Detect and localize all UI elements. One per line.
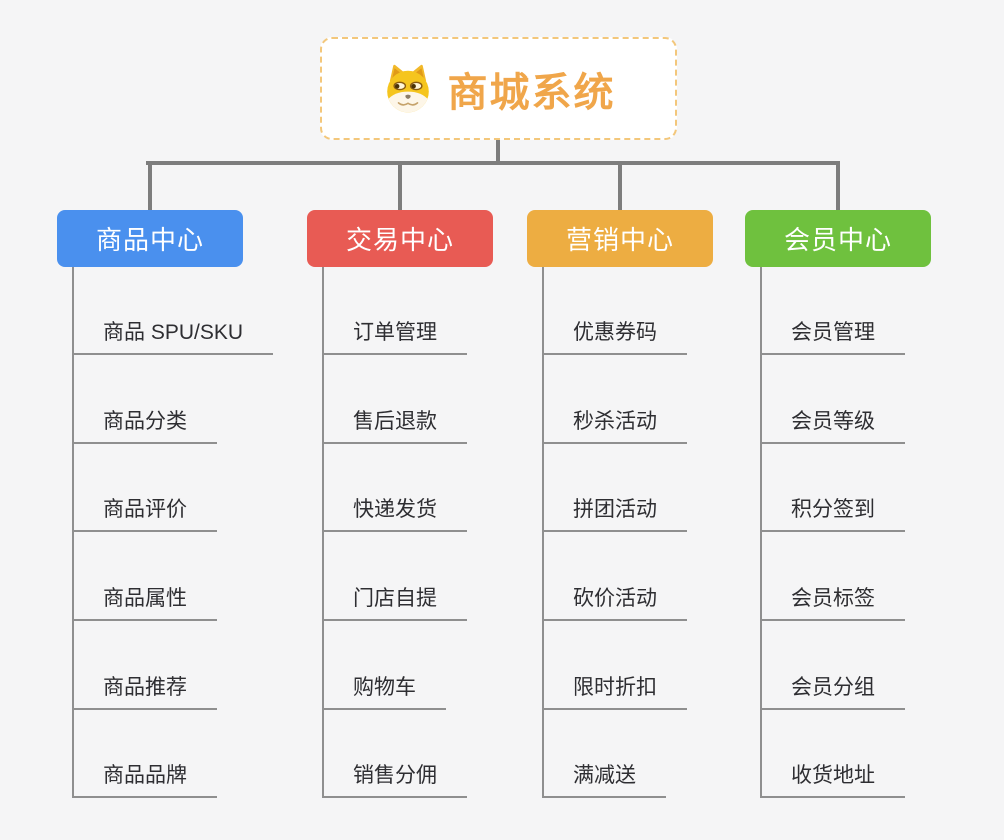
branch-node-1[interactable]: 商品中心 bbox=[57, 210, 243, 267]
leaf-item[interactable]: 收货地址 bbox=[760, 759, 905, 798]
branch-node-3[interactable]: 营销中心 bbox=[527, 210, 713, 267]
leaf-item[interactable]: 门店自提 bbox=[322, 582, 467, 621]
leaf-item[interactable]: 优惠券码 bbox=[542, 316, 687, 355]
root-title: 商城系统 bbox=[447, 70, 616, 115]
leaf-item[interactable]: 商品分类 bbox=[72, 405, 217, 444]
branch-trunk bbox=[322, 267, 324, 798]
leaf-item[interactable]: 商品 SPU/SKU bbox=[72, 316, 274, 355]
leaf-item[interactable]: 会员标签 bbox=[760, 582, 905, 621]
connector-bus bbox=[146, 161, 840, 165]
leaf-item[interactable]: 限时折扣 bbox=[542, 671, 687, 710]
leaf-item[interactable]: 商品品牌 bbox=[72, 759, 217, 798]
leaf-item[interactable]: 销售分佣 bbox=[322, 759, 467, 798]
leaf-item[interactable]: 售后退款 bbox=[322, 405, 467, 444]
leaf-item[interactable]: 砍价活动 bbox=[542, 582, 687, 621]
branch-trunk bbox=[72, 267, 74, 798]
branch-label: 营销中心 bbox=[565, 225, 674, 255]
branch-node-2[interactable]: 交易中心 bbox=[307, 210, 493, 267]
leaf-item[interactable]: 购物车 bbox=[322, 671, 446, 710]
root-node[interactable]: 商城系统 bbox=[320, 37, 677, 140]
leaf-item[interactable]: 会员等级 bbox=[760, 405, 905, 444]
leaf-item[interactable]: 快递发货 bbox=[322, 493, 467, 532]
branch-trunk bbox=[760, 267, 762, 798]
branch-label: 交易中心 bbox=[345, 225, 454, 255]
connector-branch-drop bbox=[618, 165, 622, 210]
leaf-item[interactable]: 会员分组 bbox=[760, 671, 905, 710]
connector-branch-drop bbox=[836, 165, 840, 210]
connector-branch-drop bbox=[148, 165, 152, 210]
leaf-item[interactable]: 会员管理 bbox=[760, 316, 905, 355]
branch-node-4[interactable]: 会员中心 bbox=[745, 210, 931, 267]
branch-label: 商品中心 bbox=[95, 225, 204, 255]
branch-trunk bbox=[542, 267, 544, 798]
doge-icon bbox=[382, 62, 434, 116]
leaf-item[interactable]: 商品评价 bbox=[72, 493, 217, 532]
connector-branch-drop bbox=[398, 165, 402, 210]
leaf-item[interactable]: 秒杀活动 bbox=[542, 405, 687, 444]
leaf-item[interactable]: 订单管理 bbox=[322, 316, 467, 355]
leaf-item[interactable]: 拼团活动 bbox=[542, 493, 687, 532]
branch-label: 会员中心 bbox=[783, 225, 892, 255]
leaf-item[interactable]: 积分签到 bbox=[760, 493, 905, 532]
leaf-item[interactable]: 商品推荐 bbox=[72, 671, 217, 710]
leaf-item[interactable]: 满减送 bbox=[542, 759, 666, 798]
connector-root-drop bbox=[496, 140, 500, 161]
leaf-item[interactable]: 商品属性 bbox=[72, 582, 217, 621]
